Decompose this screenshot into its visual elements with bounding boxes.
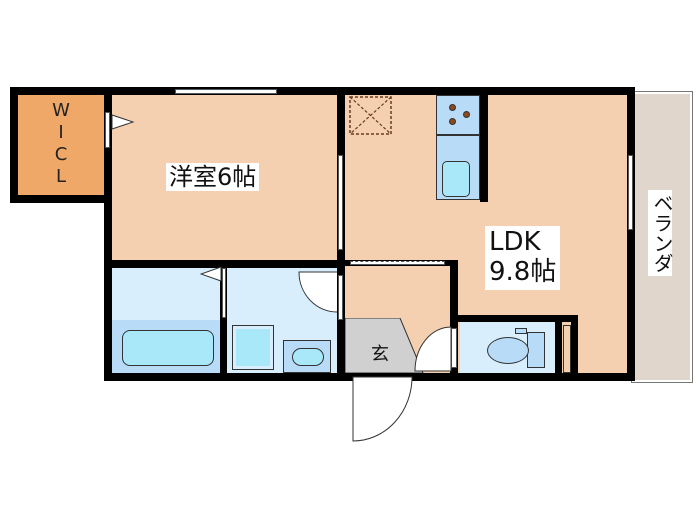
bath-door xyxy=(222,268,226,318)
window-western-top xyxy=(175,89,277,94)
burner-icon xyxy=(449,104,456,111)
wall xyxy=(450,315,575,322)
wic-label: W I C L xyxy=(52,100,70,187)
wall xyxy=(555,315,562,373)
wall xyxy=(627,87,635,381)
burner-icon xyxy=(449,118,456,125)
door-swing-icon xyxy=(414,326,452,372)
sliding-door-hall xyxy=(350,261,445,265)
wall xyxy=(104,260,345,268)
kitchen-stove xyxy=(436,95,480,135)
wall xyxy=(10,195,112,203)
toilet-bowl-icon xyxy=(487,337,529,364)
pipe-space xyxy=(563,325,571,373)
washroom-door-opening xyxy=(338,275,343,320)
western-room-label: 洋室6帖 xyxy=(166,163,260,191)
door-arrow-icon xyxy=(200,266,222,282)
kitchen-sink-icon xyxy=(442,161,470,197)
burner-icon xyxy=(463,111,470,118)
refrigerator-space-icon xyxy=(349,96,392,135)
sliding-door-western-ldk xyxy=(338,155,343,250)
toilet-tank-top xyxy=(515,328,527,334)
wic-door xyxy=(105,112,110,148)
room-wic xyxy=(18,95,104,195)
wall xyxy=(10,87,18,203)
wall xyxy=(104,87,112,381)
wall xyxy=(571,315,578,373)
kitchen-partition xyxy=(480,95,488,202)
front-door-swing-icon xyxy=(352,376,413,442)
window-ldk-balcony xyxy=(628,155,633,230)
wall xyxy=(10,87,635,95)
door-arrow-icon xyxy=(111,114,135,130)
entrance-label: 玄 xyxy=(371,344,389,365)
washing-machine-icon xyxy=(232,325,274,370)
ldk-label: LDK 9.8帖 xyxy=(485,226,561,290)
wall xyxy=(220,265,227,373)
door-swing-icon xyxy=(298,271,338,313)
balcony-label: ベランダ xyxy=(648,190,674,276)
bathtub-icon xyxy=(122,330,214,366)
sink-basin-icon xyxy=(292,348,324,366)
toilet-tank-icon xyxy=(527,332,545,368)
entrance-floor xyxy=(345,318,424,373)
